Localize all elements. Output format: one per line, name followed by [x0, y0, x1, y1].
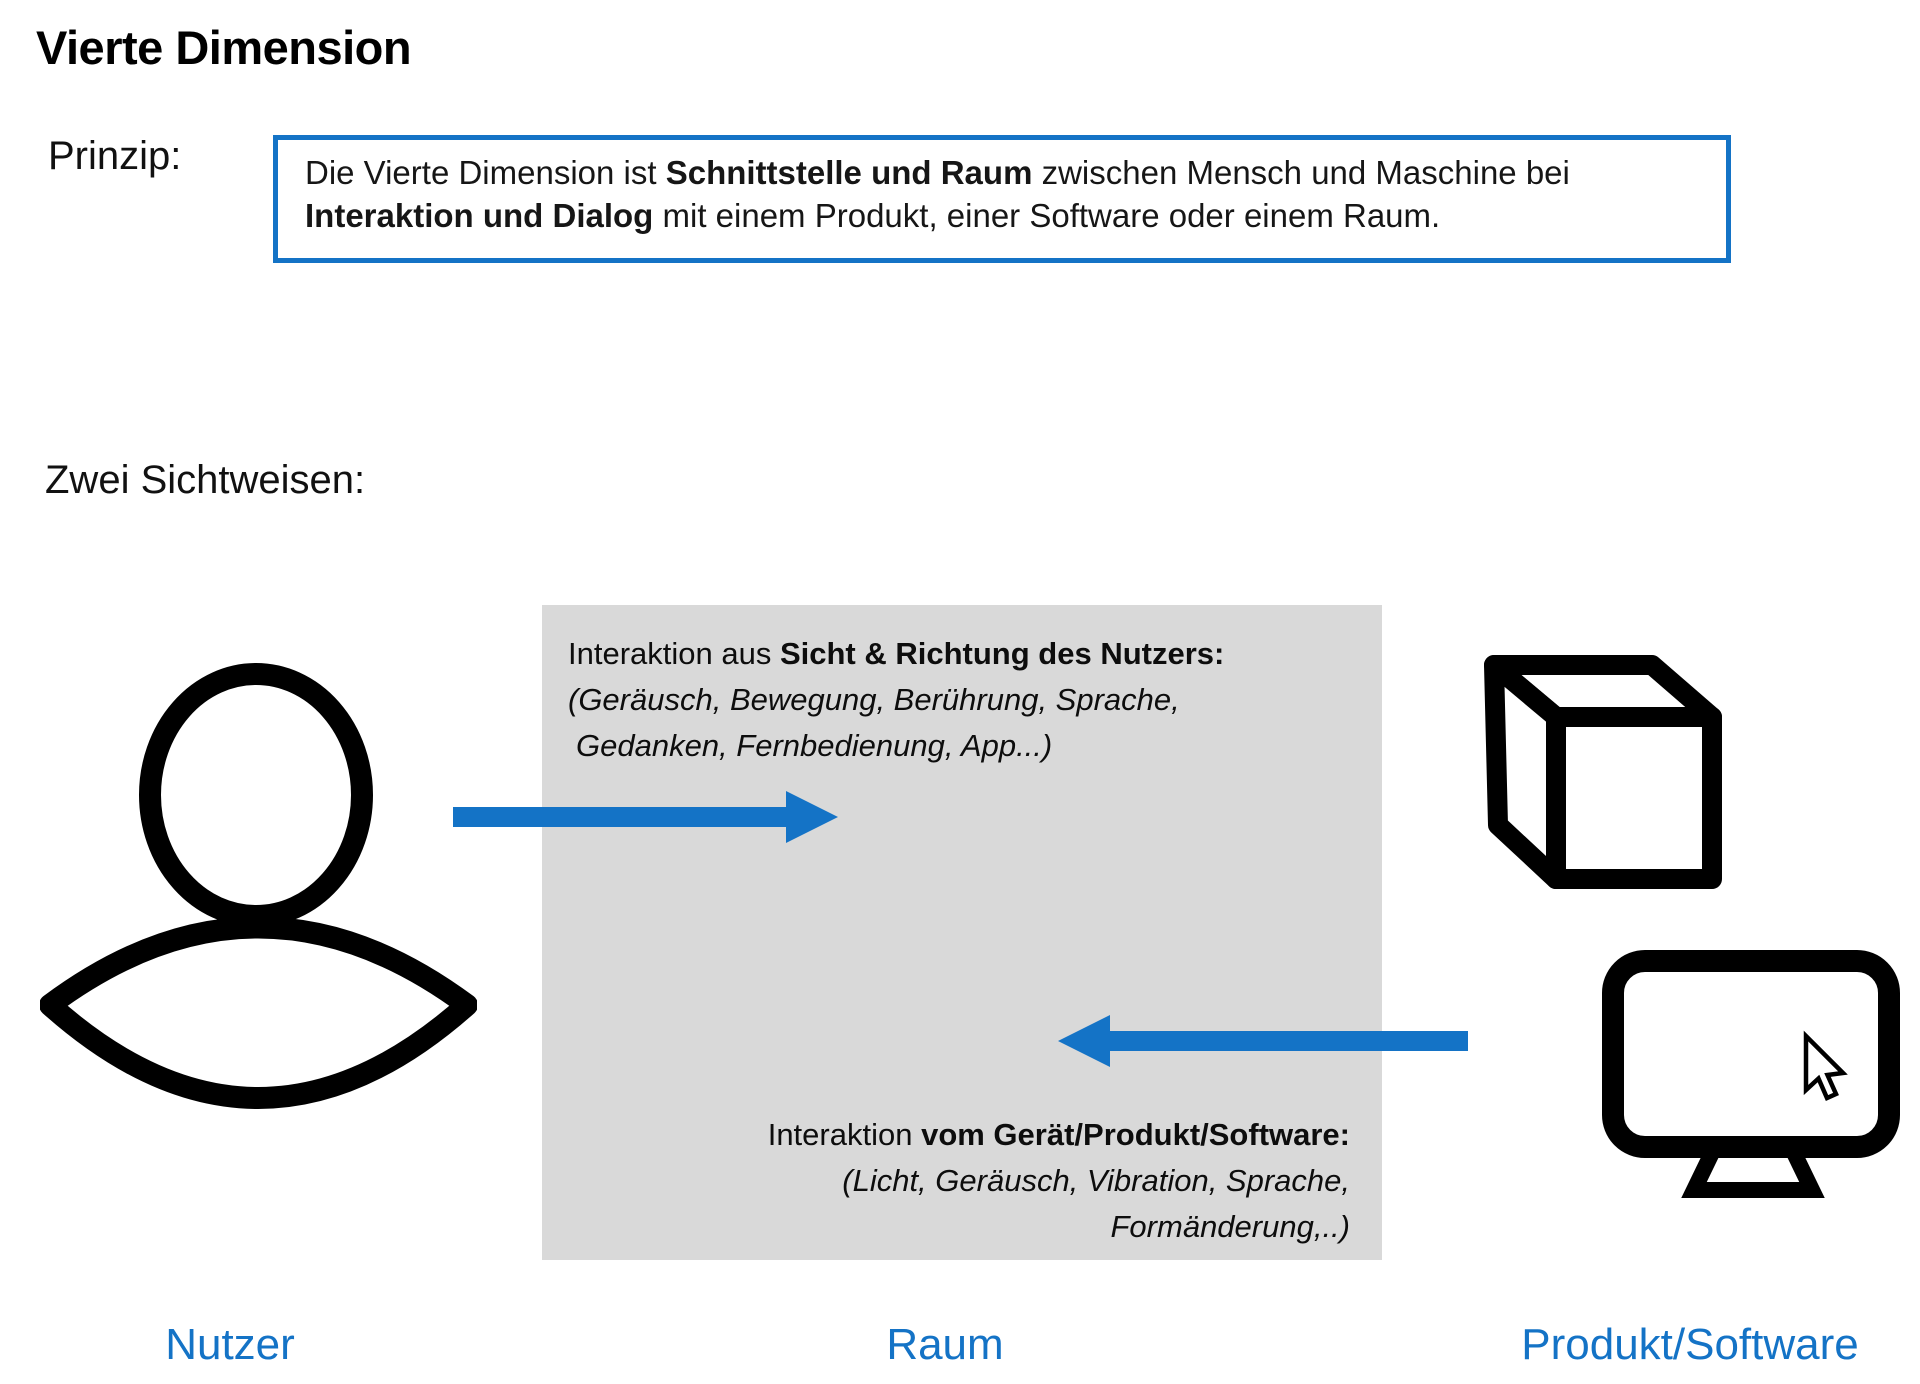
person-icon — [40, 660, 477, 1110]
principle-label: Prinzip: — [48, 134, 182, 178]
principle-line2-post: mit einem Produkt, einer Software oder e… — [653, 197, 1441, 234]
principle-line1-post: zwischen Mensch und Maschine bei — [1032, 154, 1570, 191]
principle-box: Die Vierte Dimension ist Schnittstelle u… — [273, 135, 1731, 263]
principle-line1-pre: Die Vierte Dimension ist — [305, 154, 666, 191]
cursor-icon — [1803, 1030, 1848, 1101]
device-interaction-text: Interaktion vom Gerät/Produkt/Software: … — [768, 1112, 1350, 1250]
device-interaction-line-1: Interaktion vom Gerät/Produkt/Software: — [768, 1112, 1350, 1158]
device-interaction-detail-1: (Licht, Geräusch, Vibration, Sprache, — [842, 1163, 1350, 1198]
caption-raum: Raum — [886, 1320, 1004, 1369]
caption-nutzer: Nutzer — [165, 1320, 295, 1369]
device-interaction-detail-2: Formänderung,..) — [1110, 1209, 1351, 1244]
user-interaction-line-1: Interaktion aus Sicht & Richtung des Nut… — [568, 631, 1224, 677]
principle-line-2: Interaktion und Dialog mit einem Produkt… — [305, 194, 1726, 237]
arrow-left-icon — [1058, 1013, 1468, 1069]
user-interaction-detail-1: (Geräusch, Bewegung, Berührung, Sprache, — [568, 682, 1180, 717]
room-panel — [542, 605, 1382, 1260]
principle-line1-bold: Schnittstelle und Raum — [665, 154, 1033, 191]
principle-line2-bold: Interaktion und Dialog — [305, 197, 654, 234]
cube-icon — [1478, 653, 1740, 901]
device-interaction-intro: Interaktion — [767, 1117, 922, 1152]
user-interaction-detail-2: Gedanken, Fernbedienung, App...) — [576, 728, 1053, 763]
user-interaction-bold: Sicht & Richtung des Nutzers: — [779, 636, 1225, 671]
monitor-icon — [1600, 950, 1902, 1200]
user-interaction-text: Interaktion aus Sicht & Richtung des Nut… — [568, 631, 1224, 769]
device-interaction-bold: vom Gerät/Produkt/Software: — [921, 1117, 1350, 1152]
principle-line-1: Die Vierte Dimension ist Schnittstelle u… — [305, 151, 1726, 194]
views-label: Zwei Sichtweisen: — [45, 458, 366, 502]
page-title: Vierte Dimension — [36, 21, 412, 74]
user-interaction-intro: Interaktion aus — [568, 636, 780, 671]
caption-produkt-software: Produkt/Software — [1521, 1320, 1859, 1369]
arrow-right-icon — [453, 789, 838, 845]
